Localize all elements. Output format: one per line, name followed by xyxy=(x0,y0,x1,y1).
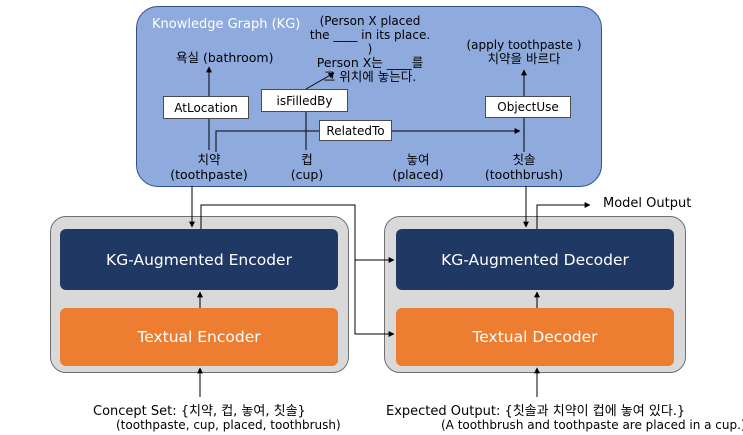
model-output-label: Model Output xyxy=(603,196,692,211)
person-x-ko-line1: Person X는 ____를 xyxy=(316,55,424,70)
person-x-ko-line2: 그 위치에 놓는다. xyxy=(323,69,417,84)
node-toothbrush: 칫솔 (toothbrush) xyxy=(474,152,574,182)
node-toothpaste: 치약 (toothpaste) xyxy=(160,152,258,182)
kg-augmented-decoder: KG-Augmented Decoder xyxy=(396,229,674,290)
toothpaste-ko: 치약 xyxy=(197,152,221,167)
toothpaste-en: (toothpaste) xyxy=(170,167,248,182)
node-placed: 놓여 (placed) xyxy=(383,152,453,182)
node-bathroom: 욕실 (bathroom) xyxy=(176,50,274,65)
placed-en: (placed) xyxy=(392,167,444,182)
concept-set-line2: (toothpaste, cup, placed, toothbrush) xyxy=(116,418,341,432)
cup-ko: 컵 xyxy=(301,152,313,167)
relation-object-use: ObjectUse xyxy=(485,96,571,118)
relation-at-location: AtLocation xyxy=(163,96,249,119)
expected-output-line2: (A toothbrush and toothpaste are placed … xyxy=(441,418,743,432)
kg-augmented-encoder: KG-Augmented Encoder xyxy=(60,229,338,290)
toothbrush-en: (toothbrush) xyxy=(484,167,564,182)
person-x-en-line1: (Person X placed xyxy=(319,14,421,28)
textual-encoder: Textual Encoder xyxy=(60,308,338,366)
concept-set-line1: Concept Set: {치약, 컵, 놓여, 칫솔} xyxy=(93,404,306,419)
expected-output-line1: Expected Output: {칫솔과 치약이 컵에 놓여 있다.} xyxy=(386,404,686,419)
relation-related-to: RelatedTo xyxy=(319,120,392,141)
person-x-en-line2: the ____ in its place. ) xyxy=(309,28,431,56)
relation-is-filled-by: isFilledBy xyxy=(261,89,348,112)
apply-ko: 치약을 바르다 xyxy=(487,51,561,66)
node-cup: 컵 (cup) xyxy=(286,152,328,182)
toothbrush-ko: 칫솔 xyxy=(512,152,536,167)
textual-decoder: Textual Decoder xyxy=(396,308,674,366)
cup-en: (cup) xyxy=(290,167,324,182)
placed-ko: 놓여 xyxy=(406,152,430,167)
apply-en: (apply toothpaste ) xyxy=(466,38,582,52)
node-apply-toothpaste: (apply toothpaste ) 치약을 바르다 xyxy=(452,38,596,66)
kg-title: Knowledge Graph (KG) xyxy=(152,17,301,32)
node-person-x: (Person X placed the ____ in its place. … xyxy=(306,14,434,84)
